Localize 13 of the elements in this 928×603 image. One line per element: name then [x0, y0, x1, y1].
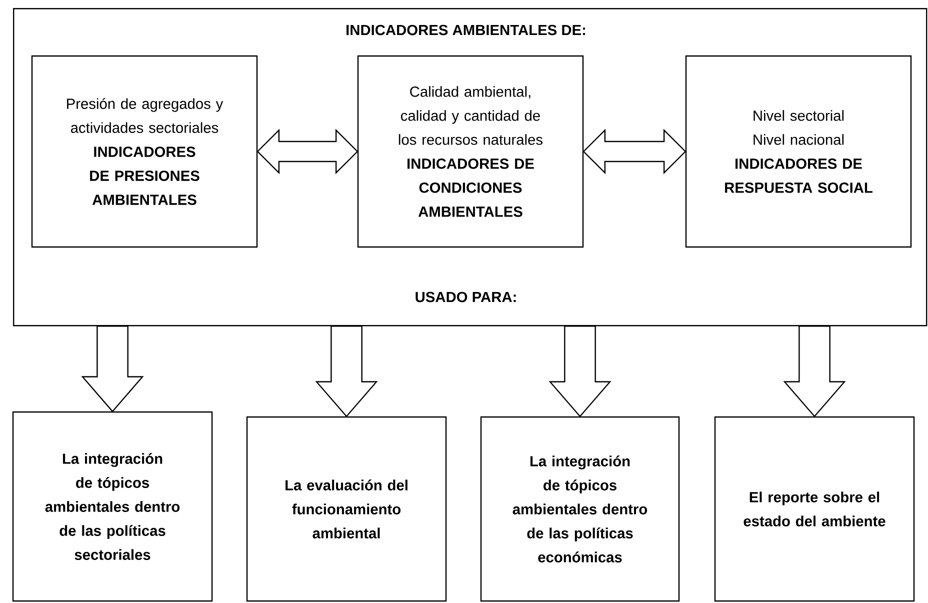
- indicator-box: Nivel sectorial Nivel nacional INDICADORES DE RESPUESTA SOCIAL: [685, 55, 912, 248]
- purpose-box: La evaluación del funcionamiento ambiental: [246, 416, 447, 602]
- purpose-box: La integración de tópicos ambientales dentro de las políticas sectoriales: [12, 411, 213, 602]
- heading: INDICADORES AMBIENTALES DE:: [346, 24, 586, 36]
- purpose-box: El reporte sobre el estado del ambiente: [714, 416, 915, 602]
- block-arrow: [81, 326, 144, 412]
- block-arrow: [548, 326, 612, 418]
- indicator-box: Calidad ambiental, calidad y cantidad de los recursos naturales INDICADORES DE CONDICIONES AMBIENTALES: [357, 55, 584, 248]
- purpose-box: La integración de tópicos ambientales dentro de las políticas económicas: [480, 416, 680, 602]
- block-arrow: [315, 326, 378, 418]
- heading: USADO PARA:: [416, 292, 516, 302]
- indicator-box: Presión de agregados y actividades sectoriales INDICADORES DE PRESIONES AMBIENTALES: [31, 55, 258, 248]
- block-arrow: [783, 326, 846, 418]
